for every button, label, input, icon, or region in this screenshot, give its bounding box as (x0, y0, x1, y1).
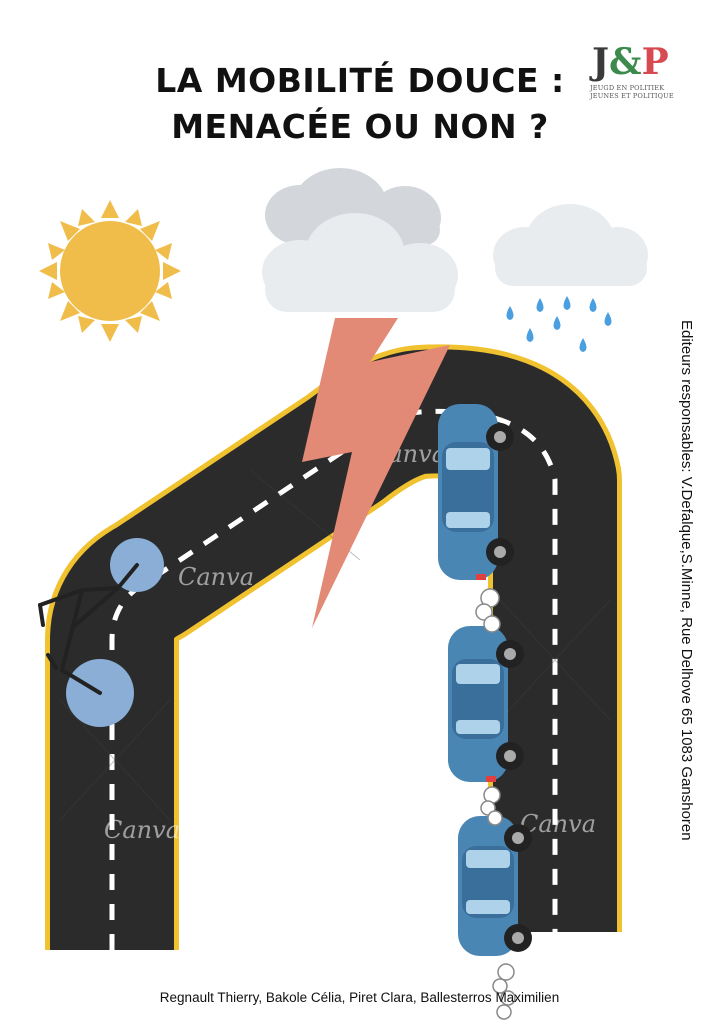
road (45, 344, 622, 950)
logo-letter-p: P (641, 41, 669, 83)
watermark: Canva (104, 816, 180, 844)
rain-cloud-icon (493, 204, 648, 352)
bicycle-icon (38, 538, 164, 727)
watermark: Canva (520, 810, 596, 838)
car-icon (438, 404, 514, 580)
car-icon (448, 626, 524, 782)
logo-subtitle-nl: JEUGD EN POLITIEK (590, 84, 665, 92)
logo-mark: J&P (592, 42, 669, 82)
authors-line: Regnault Thierry, Bakole Célia, Piret Cl… (159, 990, 560, 1005)
lightning-icon (302, 318, 450, 628)
car-icon (458, 816, 532, 956)
publisher-info: Editeurs responsables: V.Defalque,S.Minn… (678, 320, 695, 841)
logo-subtitle-fr: JEUNES ET POLITIQUE (590, 92, 674, 100)
title-line-2: MENACÉE OU NON ? (171, 107, 549, 146)
watermark: Canva (178, 563, 254, 591)
jp-logo: J&P JEUGD EN POLITIEK JEUNES ET POLITIQU… (588, 42, 684, 104)
cloud-icon (262, 168, 458, 312)
poster-title: LA MOBILITÉ DOUCE : MENACÉE OU NON ? (150, 58, 570, 150)
logo-ampersand: & (609, 41, 642, 83)
logo-letter-j: J (592, 41, 610, 83)
exhaust-smoke (475, 588, 516, 1020)
title-line-1: LA MOBILITÉ DOUCE : (155, 61, 565, 100)
sun-icon (39, 200, 181, 342)
